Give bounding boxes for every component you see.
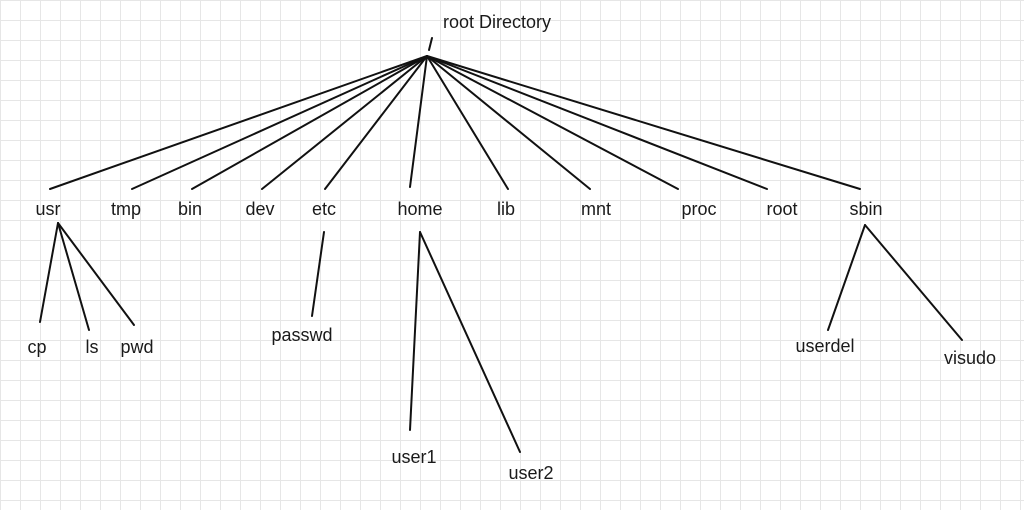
node-proc: proc [681, 199, 717, 219]
edge-root-sbin [426, 55, 861, 190]
node-ls: ls [85, 337, 99, 357]
edge-etc-passwd [311, 231, 325, 317]
edge-usr-pwd [57, 222, 135, 326]
node-sbin: sbin [849, 199, 883, 219]
node-user2: user2 [508, 463, 554, 483]
edge-home-user2 [419, 231, 521, 453]
node-userdel: userdel [795, 336, 855, 356]
node-pwd: pwd [120, 337, 154, 357]
edge-root-root [426, 55, 768, 190]
edge-sbin-userdel [827, 224, 866, 331]
node-passwd: passwd [271, 325, 333, 345]
node-root: root [766, 199, 798, 219]
edge-root-bin [191, 55, 428, 190]
edge-root-tmp [131, 55, 428, 190]
edge-root-dev [261, 55, 428, 190]
edge-root-lib [426, 55, 509, 190]
root-marker-slash [428, 37, 433, 51]
node-cp: cp [27, 337, 47, 357]
edge-root-home [409, 55, 428, 188]
node-bin: bin [177, 199, 203, 219]
node-home: home [397, 199, 443, 219]
edge-home-user1 [409, 231, 421, 431]
node-mnt: mnt [580, 199, 612, 219]
node-root-directory: root Directory [442, 12, 552, 32]
node-user1: user1 [391, 447, 437, 467]
edge-usr-cp [39, 222, 59, 323]
edge-root-etc [324, 55, 428, 190]
node-tmp: tmp [110, 199, 142, 219]
edge-root-mnt [426, 55, 591, 190]
node-dev: dev [245, 199, 275, 219]
edge-root-usr [49, 55, 428, 190]
node-lib: lib [496, 199, 516, 219]
edge-root-proc [426, 55, 679, 190]
edge-usr-ls [57, 222, 90, 331]
edge-sbin-visudo [864, 224, 963, 341]
node-etc: etc [311, 199, 337, 219]
node-visudo: visudo [943, 348, 997, 368]
node-usr: usr [35, 199, 61, 219]
